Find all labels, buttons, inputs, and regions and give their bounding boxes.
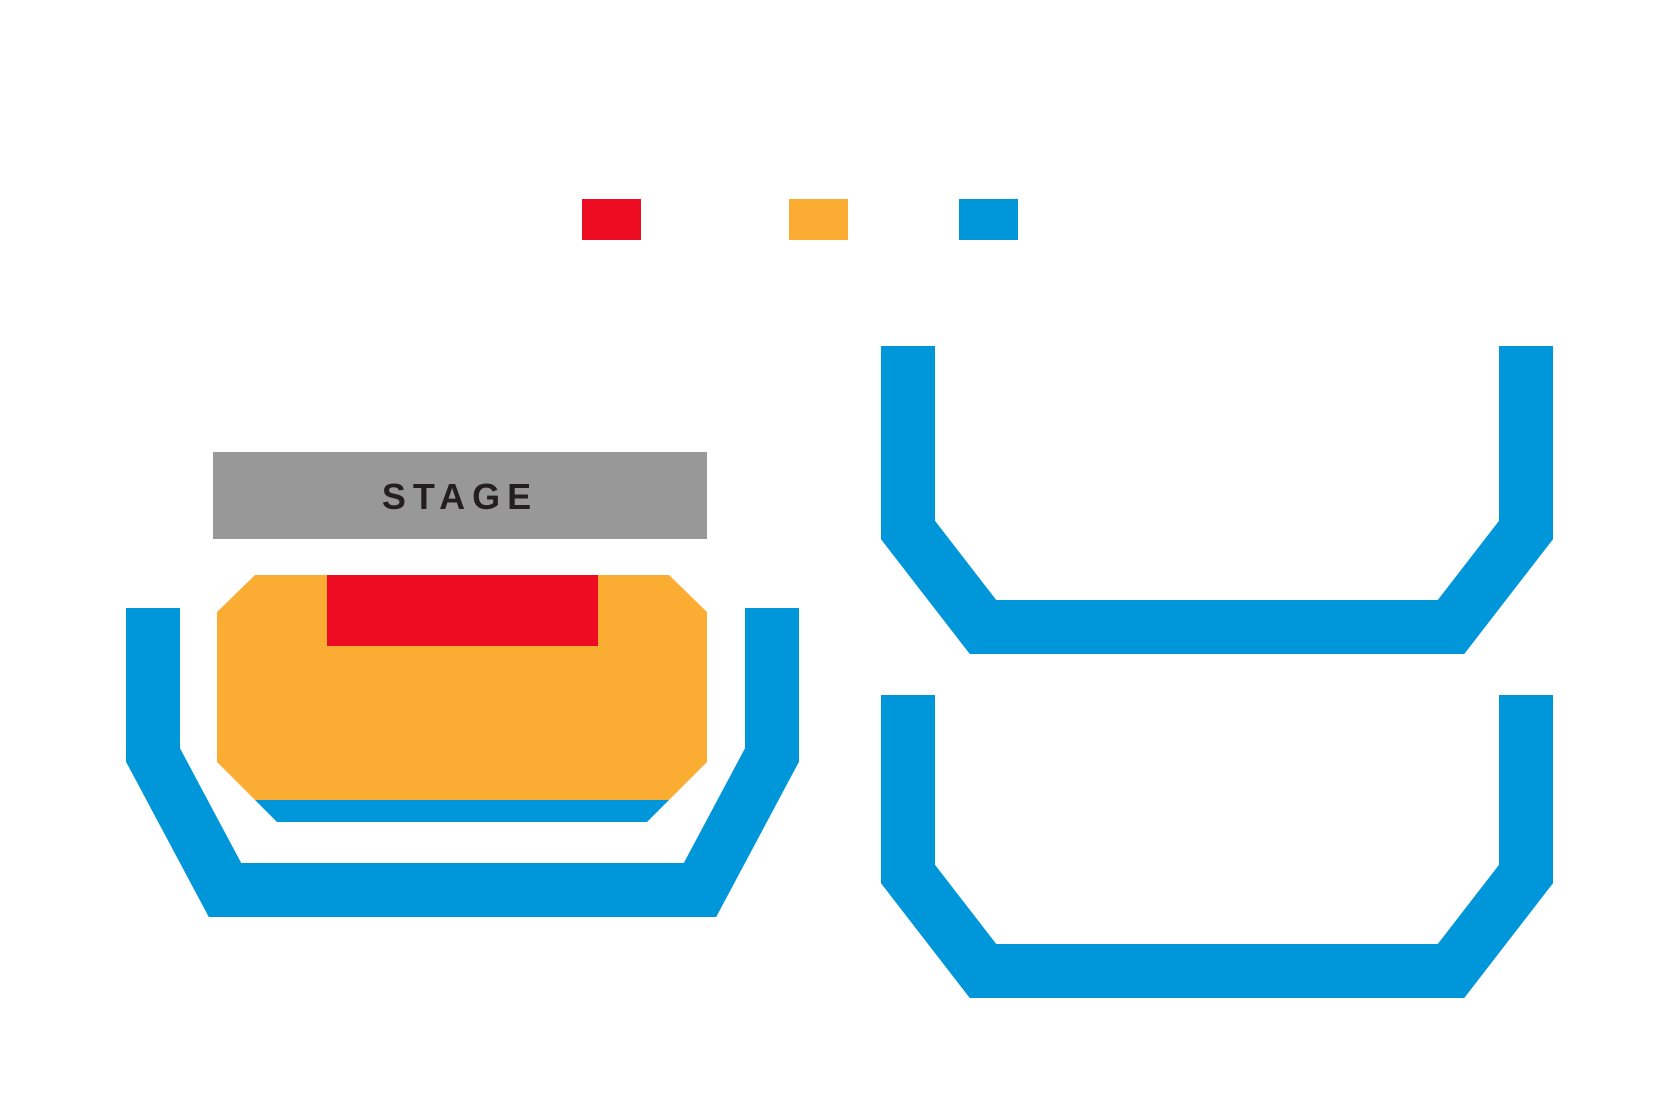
left-balcony-section[interactable] <box>126 608 799 917</box>
legend-blue-swatch-icon <box>959 199 1018 240</box>
legend-orange-swatch-icon <box>789 199 848 240</box>
stage-label: STAGE <box>382 476 538 517</box>
front-floor-section[interactable] <box>327 575 598 646</box>
stage: STAGE <box>213 452 707 539</box>
stage-bar <box>213 452 707 539</box>
floor-edge-section[interactable] <box>255 800 669 822</box>
right-balcony-lower-section[interactable] <box>881 695 1553 998</box>
legend <box>582 199 1018 240</box>
right-balcony-upper-section[interactable] <box>881 346 1553 654</box>
legend-red-swatch-icon <box>582 199 641 240</box>
